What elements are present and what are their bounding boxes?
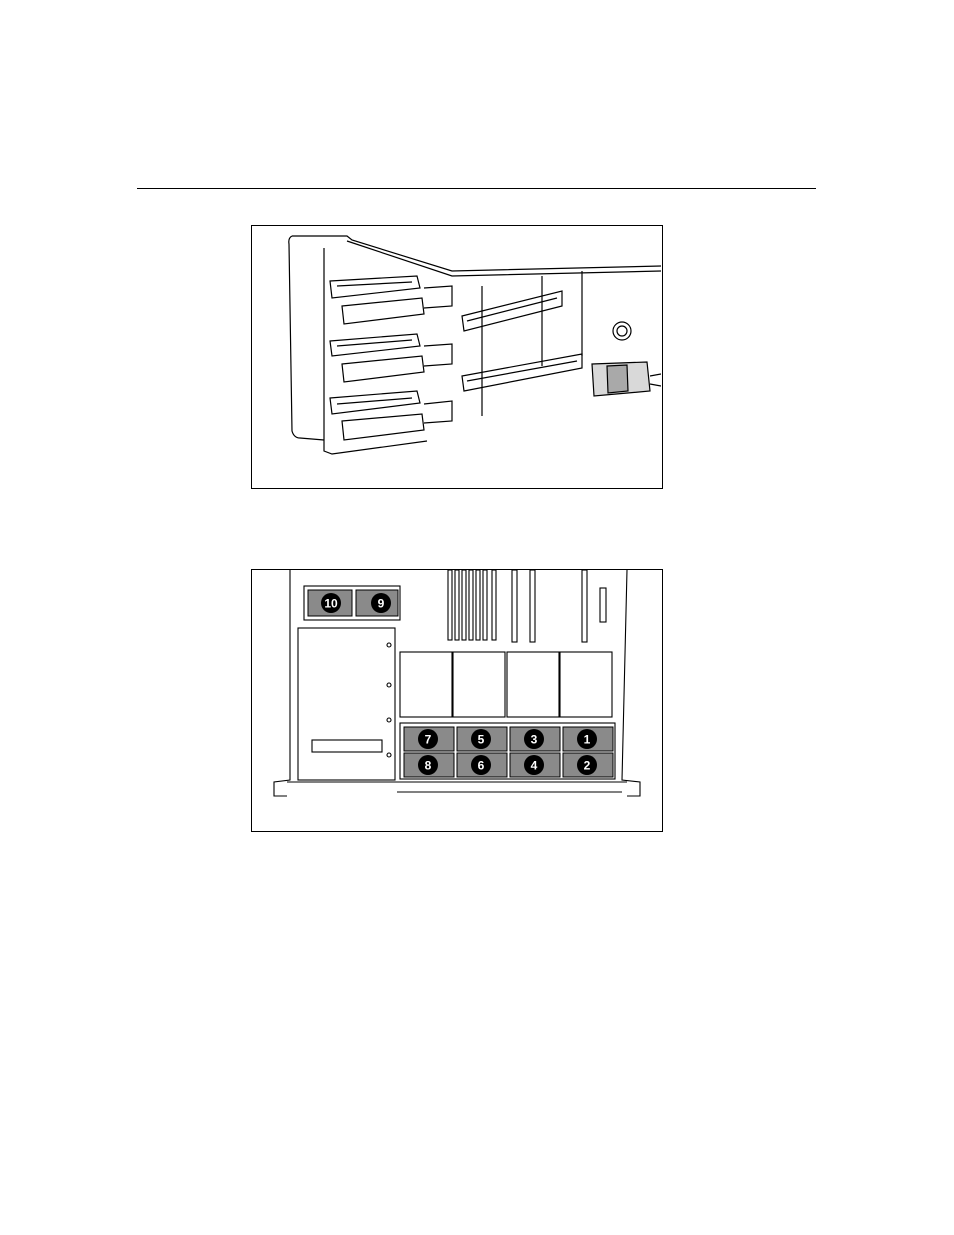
riser-slot-row-1 bbox=[330, 276, 562, 331]
riser-slot-row-2 bbox=[330, 334, 582, 391]
callout-9: 9 bbox=[378, 597, 385, 611]
dimm-slots bbox=[448, 570, 496, 640]
heatsink-2 bbox=[453, 652, 505, 717]
callout-10: 10 bbox=[324, 597, 338, 611]
callout-3: 3 bbox=[531, 733, 538, 747]
riser-slot-row-3 bbox=[330, 391, 452, 440]
pci-riser-cage-illustration bbox=[252, 226, 661, 487]
pci-riser-cage-figure bbox=[251, 225, 663, 489]
heatsink-1 bbox=[400, 652, 452, 717]
heatsink-4 bbox=[560, 652, 612, 717]
callout-2: 2 bbox=[584, 759, 591, 773]
drive-cage bbox=[298, 628, 395, 780]
callout-4: 4 bbox=[531, 759, 538, 773]
heatsink-3 bbox=[507, 652, 559, 717]
callout-8: 8 bbox=[425, 759, 432, 773]
fan-bay-layout-figure: 10 9 7 5 3 1 8 6 4 2 bbox=[251, 569, 663, 832]
callout-7: 7 bbox=[425, 733, 432, 747]
fan-bay-layout-illustration: 10 9 7 5 3 1 8 6 4 2 bbox=[252, 570, 661, 830]
header-rule bbox=[137, 188, 816, 189]
callout-5: 5 bbox=[478, 733, 485, 747]
callout-1: 1 bbox=[584, 733, 591, 747]
callout-6: 6 bbox=[478, 759, 485, 773]
